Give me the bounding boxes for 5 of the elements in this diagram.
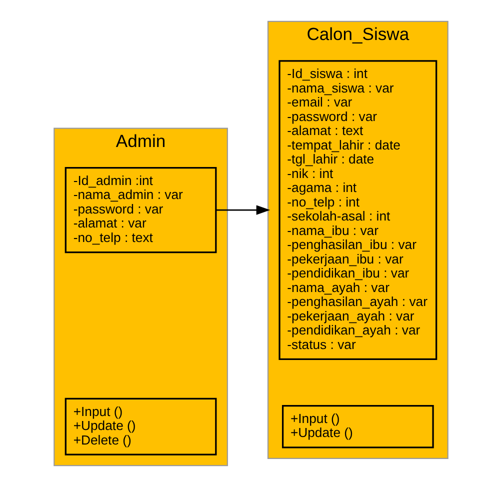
node-box: -Id_admin :int -nama_admin : var -password : var -alamat : var -no_telp : text bbox=[64, 167, 216, 254]
arrow bbox=[216, 205, 270, 215]
node-box: +Input () +Update () +Delete () bbox=[64, 398, 216, 456]
node-box: -Id_siswa : int -nama_siswa : var -email : var -password : var -alamat : text -tempat_lahir : date -tgl_lahir : date -nik : int -agama : int -no_telp : int -sekolah-asal : int -nama_ibu : var -penghasilan_ibu : var -pekerjaan_ibu : var -pendidikan_ibu : var -nama_ayah : var -penghasilan_ayah : var -pekerjaan_ayah : var -pendidikan_ayah : var -status : var bbox=[278, 60, 437, 360]
node-box: +Input () +Update () bbox=[281, 404, 434, 448]
